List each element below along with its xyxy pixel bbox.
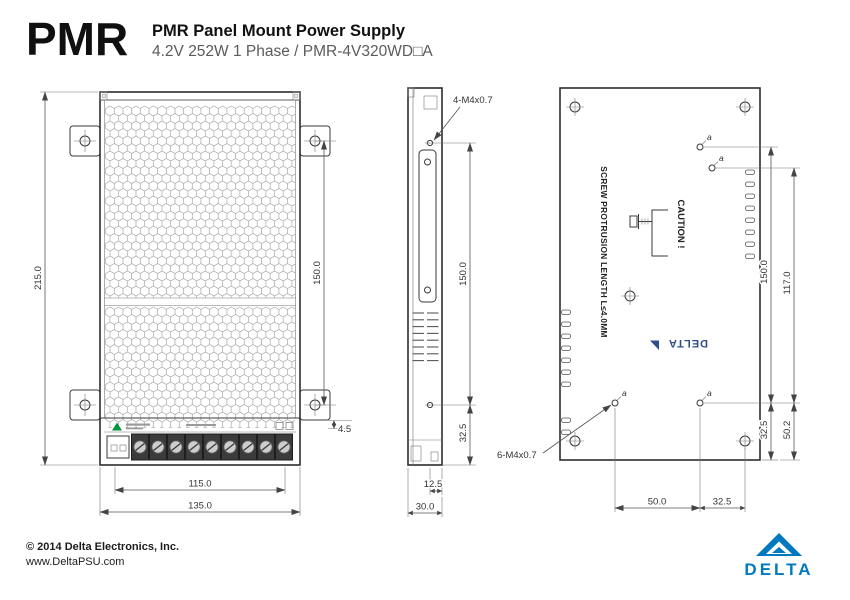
back-delta-triangle-icon	[650, 340, 659, 350]
dim-front-inner-width-label: 115.0	[188, 479, 211, 490]
dim-side-bottom-offset-label: 32.5	[458, 424, 469, 443]
hole-label-a: a	[707, 132, 712, 142]
delta-logo-triangle-icon	[756, 533, 802, 556]
dim-front-ear-offset: 4.5	[328, 420, 353, 437]
side-dimensions: 4-M4x0.7 150.0 32.5 12.5 30.0	[407, 95, 493, 517]
dim-side-bottom-offset: 32.5	[442, 404, 476, 466]
front-dimensions: 215.0 150.0 4.5 115.0 135.0	[32, 91, 353, 516]
dim-back-bottom-right-label: 50.2	[782, 421, 793, 440]
mount-hole-icon: a a a a	[611, 132, 724, 407]
side-mount-rail	[418, 149, 437, 303]
page-title: PMR Panel Mount Power Supply	[152, 22, 406, 40]
hole-label-a: a	[719, 153, 724, 163]
label-strip	[100, 417, 300, 433]
dim-back-pitch-h-label: 50.0	[648, 497, 667, 508]
callout-side-holes: 4-M4x0.7	[433, 95, 493, 141]
dim-side-hole-offset-label: 12.5	[424, 479, 443, 490]
dim-side-depth: 30.0	[407, 468, 443, 517]
caution-label: CAUTION !	[675, 199, 686, 248]
back-vent-slots-left	[561, 309, 571, 435]
dim-back-bottom-offset-label: 32.5	[759, 421, 770, 440]
delta-wordmark: DELTA	[744, 560, 813, 579]
callout-back-holes-label: 6-M4x0.7	[497, 450, 537, 461]
back-dimensions: 6-M4x0.7 150.0 117.0 32.5 50.2	[497, 146, 800, 512]
dim-side-mount-pitch-label: 150.0	[458, 262, 469, 286]
vent-honeycomb-upper	[105, 105, 295, 298]
delta-mark-icon	[112, 422, 122, 431]
product-series-logo: PMR	[26, 13, 129, 65]
dim-front-height-label: 215.0	[33, 266, 44, 290]
dim-side-depth-label: 30.0	[416, 502, 435, 513]
back-vent-slots-right	[745, 169, 755, 259]
dim-front-height: 215.0	[32, 91, 98, 466]
front-view	[69, 91, 331, 466]
dim-back-edge-offset-label: 32.5	[713, 497, 732, 508]
side-body-outline	[407, 87, 443, 466]
dim-back-pitch-v2-label: 117.0	[782, 271, 793, 294]
copyright-text: © 2014 Delta Electronics, Inc.	[26, 541, 180, 553]
dim-back-bottom-right: 50.2	[780, 402, 800, 461]
front-inner-frame	[104, 99, 296, 419]
dim-back-pitch-h: 50.0	[614, 408, 746, 512]
terminal-block	[131, 433, 293, 461]
dim-back-edge-offset: 32.5	[699, 495, 746, 511]
dim-back-pitch-v: 150.0	[703, 146, 800, 404]
callout-side-holes-label: 4-M4x0.7	[453, 95, 493, 106]
dim-front-inner-width: 115.0	[114, 467, 286, 494]
back-delta-wordmark: DELTA	[668, 337, 708, 349]
delta-logo: DELTA	[732, 532, 826, 582]
back-delta-logo: DELTA	[650, 337, 708, 350]
callout-back-holes: 6-M4x0.7	[497, 404, 612, 461]
front-body-outline	[99, 91, 301, 466]
dim-front-width: 135.0	[99, 467, 301, 516]
dim-front-mount-pitch: 150.0	[311, 140, 336, 406]
side-mount-hole-icon	[425, 139, 435, 409]
screw-protrusion-note: SCREW PROTRUSION LENGTH L≤4.0MM	[599, 166, 609, 338]
label-text-bars	[126, 422, 294, 430]
caution-sketch	[629, 209, 668, 257]
dim-front-ear-offset-label: 4.5	[338, 424, 351, 435]
dim-back-bottom-offset: 32.5	[758, 402, 778, 461]
vent-honeycomb-lower	[105, 306, 295, 428]
input-connector	[106, 435, 130, 459]
dim-side-hole-offset: 12.5	[422, 468, 444, 495]
hole-label-a: a	[622, 388, 627, 398]
back-view: a a a a SCREW PROTRUSION LENGTH L≤4.0MM …	[559, 87, 761, 461]
dim-side-mount-pitch: 150.0	[435, 142, 476, 406]
hole-label-a: a	[707, 388, 712, 398]
dim-back-pitch-v-label: 150.0	[759, 260, 770, 284]
website-text: www.DeltaPSU.com	[26, 556, 125, 568]
dim-back-pitch-v2: 117.0	[715, 167, 800, 404]
assembly-screw-icon	[566, 98, 754, 450]
side-vent-slots	[412, 312, 439, 362]
page-subtitle: 4.2V 252W 1 Phase / PMR-4V320WD□A	[152, 43, 433, 60]
side-view	[407, 87, 443, 466]
back-body-outline	[559, 87, 761, 461]
dim-front-mount-pitch-label: 150.0	[312, 261, 323, 285]
dim-front-width-label: 135.0	[188, 501, 212, 512]
